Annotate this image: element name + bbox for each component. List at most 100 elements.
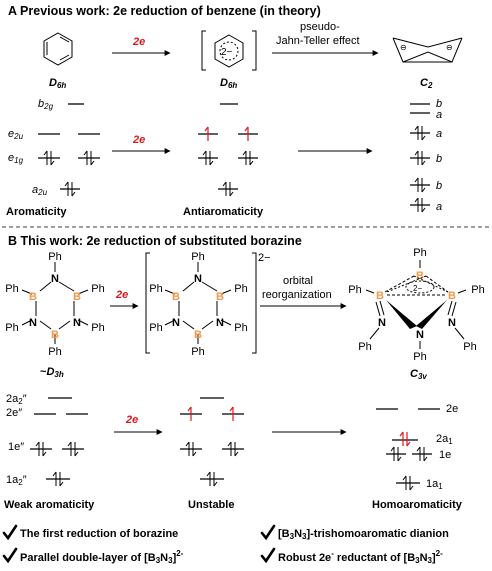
- svg-text:Ph: Ph: [5, 283, 18, 295]
- label-homoaromaticity: Homoaromaticity: [372, 499, 463, 511]
- svg-text:N: N: [216, 317, 224, 329]
- svg-text:Ph: Ph: [234, 283, 247, 295]
- arrow-pjt: pseudo- Jahn-Teller effect: [272, 21, 379, 56]
- svg-text:b: b: [436, 98, 442, 110]
- svg-text:B: B: [172, 291, 180, 303]
- arrow-2e-b: 2e: [110, 289, 139, 309]
- checkmark-icon: [2, 547, 18, 564]
- mo-diagram-benzene: b2g e2u e1g a2u: [8, 98, 100, 197]
- c2-boat-structure: ⊖ ⊖: [392, 37, 463, 63]
- svg-text:Ph: Ph: [149, 283, 162, 295]
- checkmark-icon: [2, 524, 18, 541]
- svg-text:2−: 2−: [221, 47, 233, 58]
- svg-text:b: b: [436, 153, 442, 165]
- sym-c2-right: C2: [420, 77, 433, 90]
- svg-text:Ph: Ph: [149, 322, 162, 334]
- svg-text:N: N: [29, 317, 37, 329]
- panel-a-title: A Previous work: 2e reduction of benzene…: [8, 4, 321, 18]
- highlight-3: [B3N3]-trishomoaromatic dianion: [260, 524, 449, 541]
- benzene-dianion: 2−: [201, 30, 257, 71]
- svg-text:Ph: Ph: [191, 251, 204, 263]
- svg-text:reorganization: reorganization: [262, 289, 332, 301]
- homoaromatic-cage: Ph B B B 2− Ph Ph N N N Ph Ph Ph: [348, 247, 484, 363]
- mo-diagram-c2: b a a b b a: [410, 98, 442, 213]
- svg-text:The first reduction of borazin: The first reduction of borazine: [20, 528, 178, 540]
- svg-text:2e: 2e: [132, 36, 145, 48]
- sym-c3v: C3v: [410, 368, 427, 381]
- svg-text:Ph: Ph: [191, 346, 204, 358]
- svg-text:⊖: ⊖: [446, 43, 453, 52]
- svg-text:B: B: [376, 290, 384, 302]
- svg-text:1e″: 1e″: [8, 441, 24, 453]
- svg-text:orbital: orbital: [283, 275, 313, 287]
- arrow-orbital-reorg: orbital reorganization: [260, 275, 347, 309]
- svg-text:N: N: [448, 317, 456, 329]
- benzene-structure: [43, 32, 73, 66]
- svg-text:Jahn-Teller effect: Jahn-Teller effect: [276, 35, 360, 47]
- svg-text:b2g: b2g: [38, 98, 54, 111]
- svg-text:Ph: Ph: [234, 322, 247, 334]
- mo-diagram-dianion: [198, 103, 258, 197]
- label-unstable: Unstable: [188, 499, 234, 511]
- highlight-4: Robust 2e- reductant of [B3N3]2-: [260, 547, 443, 565]
- svg-text:[B3N3]-trishomoaromatic dianio: [B3N3]-trishomoaromatic dianion: [278, 528, 449, 541]
- svg-text:a: a: [436, 201, 442, 213]
- highlight-1: The first reduction of borazine: [2, 524, 178, 541]
- svg-text:Ph: Ph: [91, 283, 104, 295]
- svg-text:N: N: [73, 317, 81, 329]
- svg-text:B: B: [216, 291, 224, 303]
- svg-text:2a1: 2a1: [436, 433, 453, 446]
- label-aromaticity: Aromaticity: [6, 206, 67, 218]
- svg-text:N: N: [51, 273, 59, 285]
- checkmark-icon: [260, 547, 276, 564]
- svg-text:Robust 2e- reductant of [B3N3]: Robust 2e- reductant of [B3N3]2-: [278, 549, 443, 565]
- svg-text:b: b: [436, 180, 442, 192]
- svg-text:a: a: [436, 109, 442, 121]
- svg-text:Ph: Ph: [5, 322, 18, 334]
- svg-text:B: B: [51, 329, 59, 341]
- svg-text:2e: 2e: [446, 403, 458, 415]
- svg-text:N: N: [194, 273, 202, 285]
- svg-text:2−: 2−: [413, 284, 422, 293]
- svg-text:pseudo-: pseudo-: [300, 21, 340, 33]
- borazine-dianion: 2− N B N B N B Ph Ph Ph Ph Ph Ph: [145, 251, 271, 358]
- svg-text:Ph: Ph: [413, 351, 426, 363]
- mo-diagram-unstable: [180, 397, 244, 487]
- svg-text:1a2″: 1a2″: [6, 474, 27, 487]
- svg-text:2e: 2e: [132, 134, 145, 146]
- panel-b-title: B This work: 2e reduction of substituted…: [8, 234, 302, 248]
- svg-text:N: N: [378, 317, 386, 329]
- svg-text:B: B: [29, 291, 37, 303]
- svg-text:B: B: [416, 270, 424, 282]
- svg-text:Ph: Ph: [358, 341, 371, 353]
- svg-text:Ph: Ph: [48, 251, 61, 263]
- sym-d3h: ~D3h: [40, 366, 64, 379]
- svg-text:2a2″: 2a2″: [6, 393, 27, 406]
- svg-text:Parallel double-layer of [B3N3: Parallel double-layer of [B3N3]2-: [20, 549, 184, 565]
- svg-text:2e: 2e: [115, 289, 128, 301]
- svg-text:N: N: [172, 317, 180, 329]
- svg-text:Ph: Ph: [471, 284, 484, 296]
- svg-text:2e: 2e: [125, 414, 138, 426]
- svg-text:a: a: [436, 128, 442, 140]
- arrow-2e-a: 2e: [112, 36, 171, 56]
- borazine-structure: N B N B N B Ph Ph Ph Ph Ph Ph: [5, 251, 104, 358]
- svg-text:a2u: a2u: [32, 184, 48, 197]
- svg-text:2e″: 2e″: [6, 407, 22, 419]
- svg-text:Ph: Ph: [463, 341, 476, 353]
- label-antiaromaticity: Antiaromaticity: [183, 206, 264, 218]
- label-weak-aromaticity: Weak aromaticity: [4, 499, 95, 511]
- svg-text:N: N: [416, 329, 424, 341]
- mo-diagram-borazine: 2a2″ 2e″ 1e″ 1a2″: [6, 393, 88, 487]
- svg-text:2−: 2−: [258, 252, 271, 264]
- svg-text:Ph: Ph: [48, 346, 61, 358]
- svg-text:B: B: [448, 290, 456, 302]
- svg-text:e2u: e2u: [8, 128, 24, 141]
- svg-text:Ph: Ph: [91, 322, 104, 334]
- highlight-2: Parallel double-layer of [B3N3]2-: [2, 547, 184, 565]
- sym-d6h-mid: D6h: [220, 77, 237, 90]
- svg-text:⊖: ⊖: [400, 43, 407, 52]
- svg-text:Ph: Ph: [348, 284, 361, 296]
- arrow-2e-mo-b: 2e: [114, 414, 163, 435]
